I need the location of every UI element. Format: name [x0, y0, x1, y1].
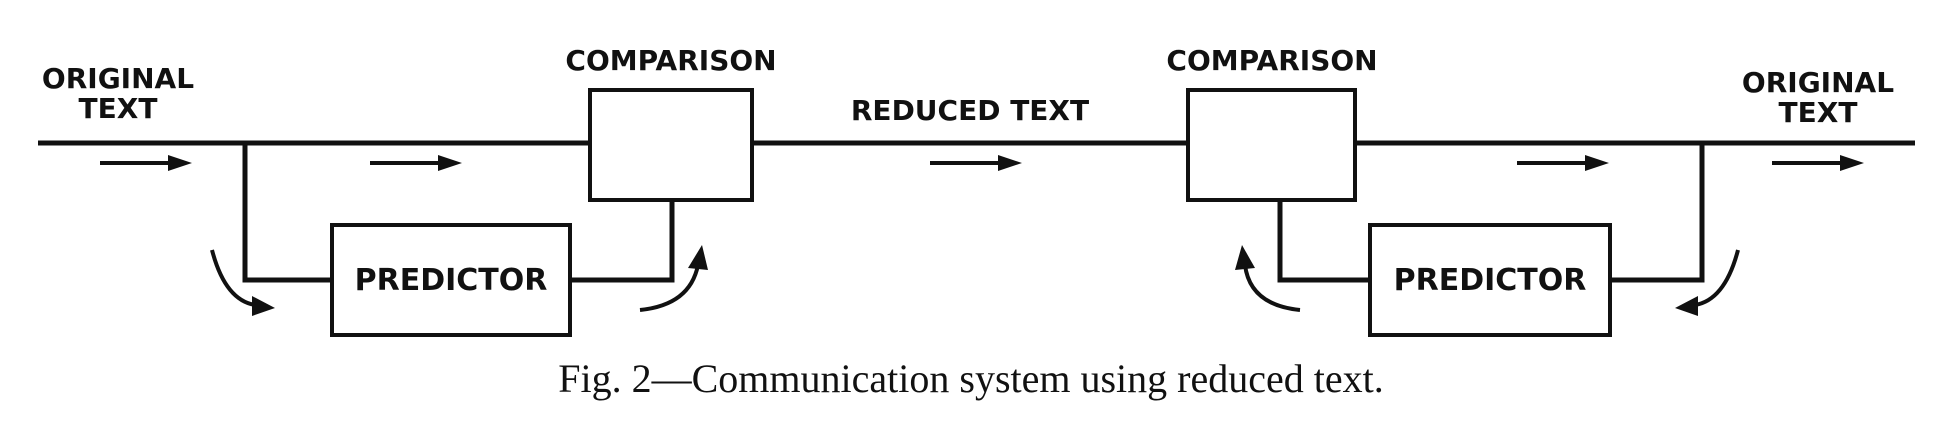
- right-predictor-box: [1368, 223, 1612, 337]
- right-predictor-output-path: [1277, 200, 1370, 283]
- figure-caption: Fig. 2—Communication system using reduce…: [558, 356, 1383, 401]
- flow-arrow-1: [100, 155, 192, 171]
- right-predictor-input-path: [1610, 143, 1705, 283]
- flow-arrow-2: [370, 155, 462, 171]
- right-comparison-box: [1186, 88, 1357, 202]
- channel-label: REDUCED TEXT: [851, 94, 1089, 127]
- left-predictor-output-path: [570, 200, 675, 283]
- flow-arrow-3: [930, 155, 1022, 171]
- curved-arrow-left-output: [639, 245, 708, 312]
- curved-arrow-right-input: [1675, 249, 1740, 316]
- left-predictor-label: PREDICTOR: [355, 263, 548, 298]
- left-input-label-line1: ORIGINAL: [42, 62, 194, 95]
- left-predictor-box: [330, 223, 572, 337]
- flow-arrow-5: [1772, 155, 1864, 171]
- right-output-label-line1: ORIGINAL: [1742, 66, 1894, 99]
- right-output-label-line2: TEXT: [1779, 96, 1858, 129]
- left-comparison-label: COMPARISON: [565, 44, 776, 77]
- left-comparison-box: [588, 88, 754, 202]
- curved-arrow-right-output: [1235, 245, 1301, 312]
- right-comparison-label: COMPARISON: [1166, 44, 1377, 77]
- left-input-label-line2: TEXT: [79, 92, 158, 125]
- right-predictor-label: PREDICTOR: [1394, 263, 1587, 298]
- curved-arrow-left-input: [210, 249, 275, 316]
- left-predictor-input-path: [242, 143, 332, 283]
- flow-arrow-4: [1517, 155, 1609, 171]
